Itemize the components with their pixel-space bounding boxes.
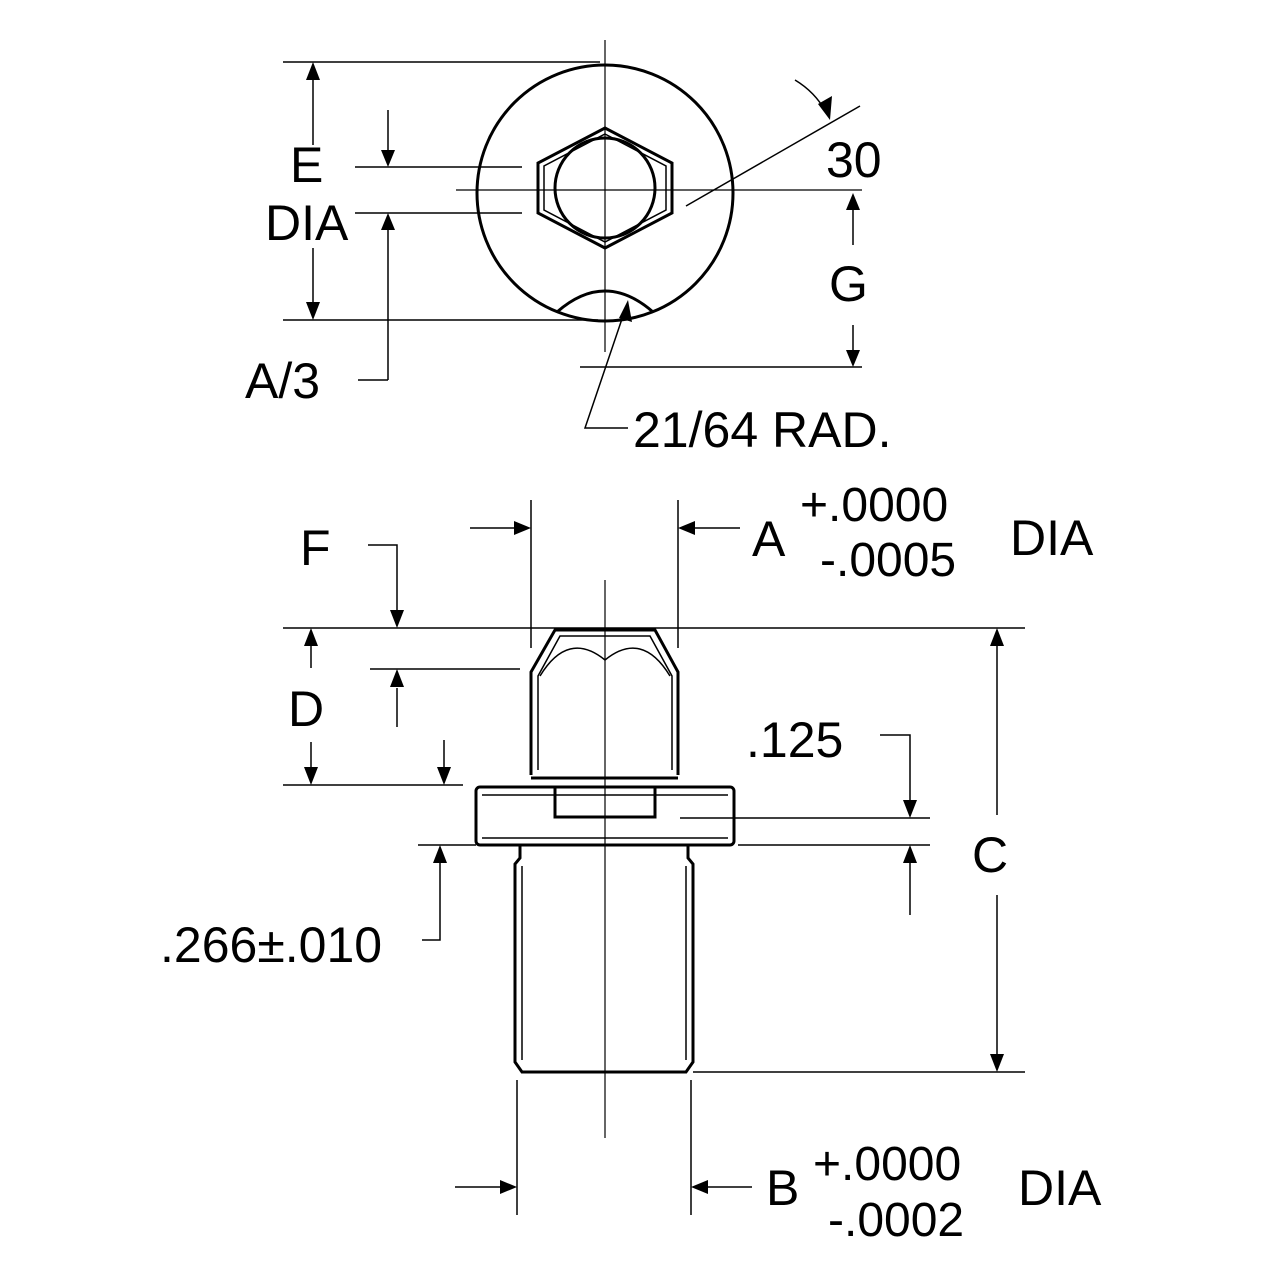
rad-leader (583, 309, 628, 429)
dim-266: .266±.010 (160, 844, 476, 973)
hex-head-outline (529, 628, 680, 775)
label-b: B (766, 1160, 799, 1216)
label-a-third: A/3 (245, 353, 320, 409)
c-arrow-upper (990, 628, 1004, 646)
b-arrow-left (500, 1180, 517, 1194)
dim-b: B +.0000 -.0002 DIA (455, 1080, 1102, 1247)
c-arrow-lower (990, 1054, 1004, 1072)
b-arrow-right (691, 1180, 708, 1194)
shank-outline (513, 845, 695, 1074)
label-b-dia: DIA (1018, 1160, 1102, 1216)
a-arrow-left (514, 521, 531, 535)
label-266: .266±.010 (160, 917, 382, 973)
angle-leader (685, 105, 861, 207)
label-30: 30 (826, 132, 882, 188)
radius-callout: 21/64 RAD. (583, 300, 891, 458)
label-a-dia: DIA (1010, 510, 1094, 566)
flange-step (553, 785, 657, 819)
f-arrow-lower (390, 669, 404, 687)
dim-c: C (693, 628, 1025, 1073)
hex-head-arc-right (604, 647, 671, 677)
f-arrow-upper (390, 610, 404, 628)
top-view (456, 40, 862, 352)
dim-e-dia: E DIA A/3 (245, 110, 522, 409)
label-g: G (829, 256, 868, 312)
dim266-arrow (433, 845, 447, 863)
dim-g: G (580, 193, 868, 368)
angle-arrow (818, 96, 832, 120)
dim-f-d: F D (283, 520, 1025, 786)
angle-30-callout: 30 (685, 79, 882, 207)
label-a-tol-plus: +.0000 (800, 479, 948, 532)
label-a: A (752, 511, 786, 567)
label-e: E (290, 137, 323, 193)
a-arrow-right (678, 521, 695, 535)
e-arrow-upper (381, 150, 395, 167)
label-f: F (300, 520, 331, 576)
d-arrow-right (437, 767, 451, 785)
d-arrow-upper (304, 628, 318, 646)
label-dia-top: DIA (265, 195, 349, 251)
label-b-tol-minus: -.0002 (828, 1194, 964, 1247)
dim125-arrow-lower (903, 845, 917, 863)
dim-a: A +.0000 -.0005 DIA (470, 479, 1094, 648)
label-rad: 21/64 RAD. (633, 402, 891, 458)
hex-head-arc-left (539, 647, 606, 677)
top-arrow-lower (306, 302, 320, 320)
e-arrow-lower (381, 213, 395, 230)
rad-arrow (619, 300, 632, 322)
hex-head-inner (537, 635, 673, 770)
dim125-arrow-upper (903, 800, 917, 818)
dim-125: .125 (680, 712, 930, 915)
dim-top-overall (283, 61, 600, 321)
side-view (474, 580, 736, 1138)
label-b-tol-plus: +.0000 (813, 1138, 961, 1191)
label-a-tol-minus: -.0005 (820, 534, 956, 587)
label-c: C (972, 827, 1008, 883)
dim125-leader-upper (880, 734, 911, 800)
label-125: .125 (746, 712, 843, 768)
dim266-leader (422, 863, 441, 941)
f-leader (368, 544, 398, 610)
g-arrow-lower (846, 350, 860, 367)
d-arrow-lower (304, 767, 318, 785)
g-arrow-upper (846, 193, 860, 210)
top-arrow-upper (306, 62, 320, 80)
label-d: D (288, 681, 324, 737)
